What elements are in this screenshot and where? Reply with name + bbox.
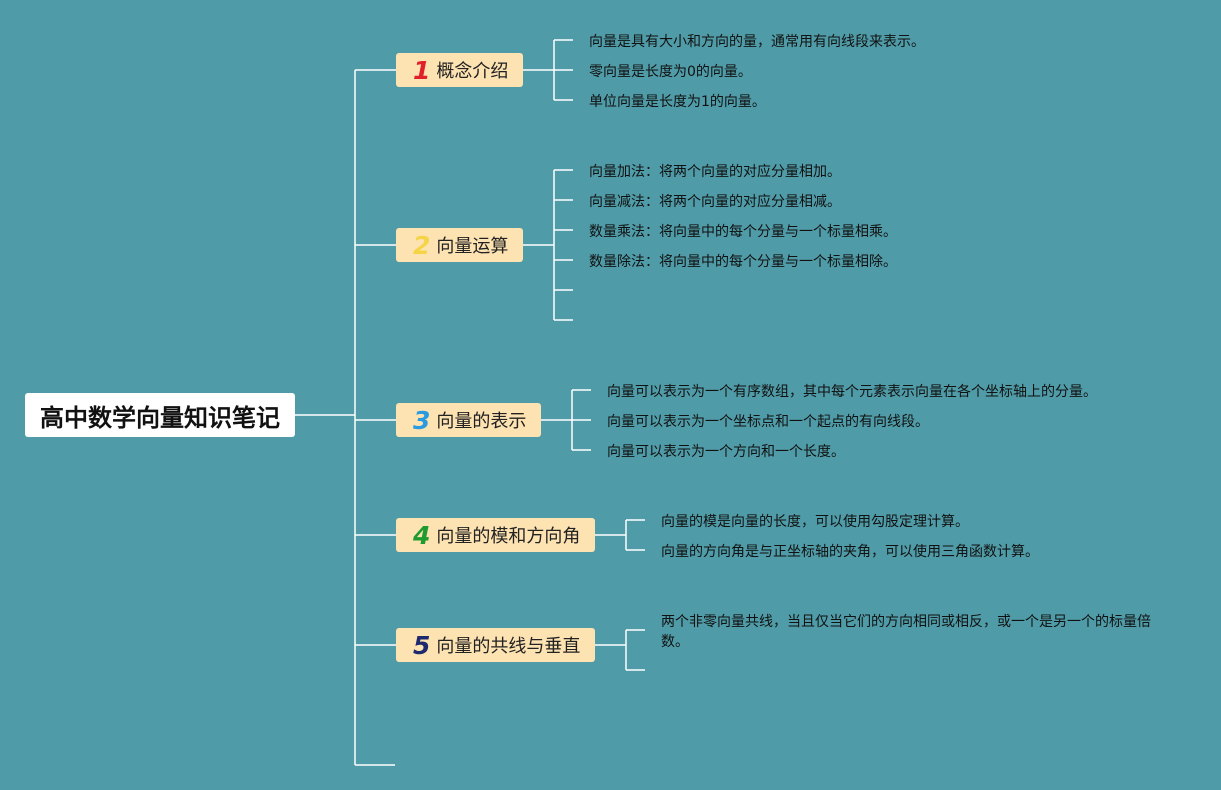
- topic-concept-intro[interactable]: 1 概念介绍: [396, 53, 523, 87]
- topic-label: 向量运算: [436, 236, 509, 257]
- leaf-item[interactable]: 单位向量是长度为1的向量。: [589, 94, 766, 110]
- leaf-item[interactable]: 向量可以表示为一个方向和一个长度。: [607, 444, 845, 460]
- topic-label: 向量的模和方向角: [436, 526, 581, 547]
- number-3-icon: 3: [413, 405, 431, 435]
- leaf-item[interactable]: 向量加法：将两个向量的对应分量相加。: [589, 164, 841, 180]
- leaf-item[interactable]: 向量可以表示为一个有序数组，其中每个元素表示向量在各个坐标轴上的分量。: [607, 384, 1097, 400]
- leaf-item[interactable]: 向量是具有大小和方向的量，通常用有向线段来表示。: [589, 34, 925, 50]
- leaf-item[interactable]: 向量的模是向量的长度，可以使用勾股定理计算。: [661, 514, 969, 530]
- number-2-icon: 2: [413, 230, 431, 260]
- leaf-item[interactable]: 数量乘法：将向量中的每个分量与一个标量相乘。: [589, 224, 897, 240]
- topic-vector-representation[interactable]: 3 向量的表示: [396, 403, 541, 437]
- number-4-icon: 4: [413, 520, 431, 550]
- number-5-icon: 5: [413, 630, 431, 660]
- topic-label: 向量的共线与垂直: [436, 636, 581, 657]
- leaf-item[interactable]: 向量的方向角是与正坐标轴的夹角，可以使用三角函数计算。: [661, 544, 1039, 560]
- number-1-icon: 1: [413, 55, 431, 85]
- leaf-item[interactable]: 向量减法：将两个向量的对应分量相减。: [589, 194, 841, 210]
- topic-label: 向量的表示: [436, 411, 527, 432]
- leaf-item[interactable]: 数量除法：将向量中的每个分量与一个标量相除。: [589, 254, 897, 270]
- leaf-item[interactable]: 零向量是长度为0的向量。: [589, 64, 752, 80]
- leaf-item[interactable]: 向量可以表示为一个坐标点和一个起点的有向线段。: [607, 414, 929, 430]
- topic-magnitude-direction-angle[interactable]: 4 向量的模和方向角: [396, 518, 595, 552]
- topic-label: 概念介绍: [436, 61, 509, 82]
- topic-vector-operations[interactable]: 2 向量运算: [396, 228, 523, 262]
- root-topic-title: 高中数学向量知识笔记: [25, 393, 295, 437]
- topic-collinear-perpendicular[interactable]: 5 向量的共线与垂直: [396, 628, 595, 662]
- leaf-item[interactable]: 两个非零向量共线，当且仅当它们的方向相同或相反，或一个是另一个的标量倍数。: [661, 614, 1151, 650]
